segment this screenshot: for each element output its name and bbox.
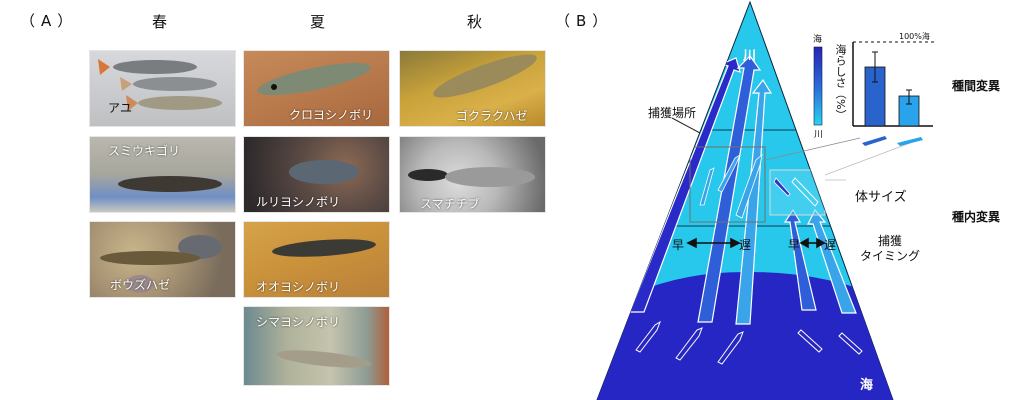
colorbar-bottom-label: 川: [814, 130, 824, 140]
photo-ooyoshinobori: オオヨシノボリ: [243, 221, 390, 298]
capture-site-label: 捕獲場所: [648, 106, 697, 120]
photo-sumiukigori: スミウキゴリ: [89, 136, 236, 213]
fish-image: [272, 239, 376, 257]
fish-caption: ゴクラクハゼ: [456, 109, 528, 123]
colorbar-top-label: 海: [813, 35, 823, 45]
interspecific-variation-label: 種間変異: [952, 79, 1001, 93]
fish-image: [118, 176, 222, 192]
season-spring-header: 春: [152, 13, 168, 31]
sea-label: 海: [860, 378, 874, 393]
photo-shimayoshinobori: シマヨシノボリ: [243, 306, 390, 386]
capture-timing-label-1: 捕獲: [878, 234, 903, 248]
photo-bouzuhaze: ボウズハゼ: [89, 221, 236, 298]
fish-caption: アユ: [108, 101, 133, 115]
season-autumn-header: 秋: [467, 13, 483, 31]
fish-image: [100, 235, 222, 293]
early-label-1: 早: [672, 238, 685, 252]
panel-a-label: （A）: [20, 12, 79, 30]
late-label-2: 遅: [824, 238, 837, 252]
fish-image: [408, 167, 535, 187]
photo-ruriyoshinobori: ルリヨシノボリ: [243, 136, 390, 213]
photo-sumachichibu: スマチチブ: [399, 136, 546, 213]
panel-b-label: （B）: [555, 12, 614, 30]
fish-image: [98, 59, 222, 111]
fish-caption: スミウキゴリ: [108, 144, 181, 158]
fish-image: [276, 350, 372, 368]
fish-image: [289, 160, 359, 184]
fish-caption: スマチチブ: [420, 197, 480, 211]
late-label-1: 遅: [739, 238, 752, 252]
photo-ayu: アユ: [89, 50, 236, 127]
fish-caption: ルリヨシノボリ: [256, 195, 341, 209]
fish-caption: ボウズハゼ: [110, 278, 171, 292]
season-summer-header: 夏: [310, 13, 326, 31]
capture-timing-label-2: タイミング: [860, 249, 921, 263]
body-size-label: 体サイズ: [855, 190, 907, 205]
chart-reference-label: 100%海: [899, 32, 930, 41]
photo-kuroyoshinobori: クロヨシノボリ: [243, 50, 390, 127]
fish-caption: クロヨシノボリ: [289, 108, 374, 122]
fish-image: [257, 62, 371, 96]
fish-image: [433, 54, 537, 98]
early-label-2: 早: [788, 238, 801, 252]
river-label: 川: [743, 49, 757, 64]
chart-y-axis-label: 海らしさ（%）: [834, 44, 847, 121]
fish-caption: オオヨシノボリ: [256, 280, 341, 294]
colorbar: [813, 46, 823, 126]
intraspecific-variation-label: 種内変異: [952, 210, 1001, 224]
fish-caption: シマヨシノボリ: [256, 315, 341, 329]
photo-gokurakuhaze: ゴクラクハゼ: [399, 50, 546, 127]
